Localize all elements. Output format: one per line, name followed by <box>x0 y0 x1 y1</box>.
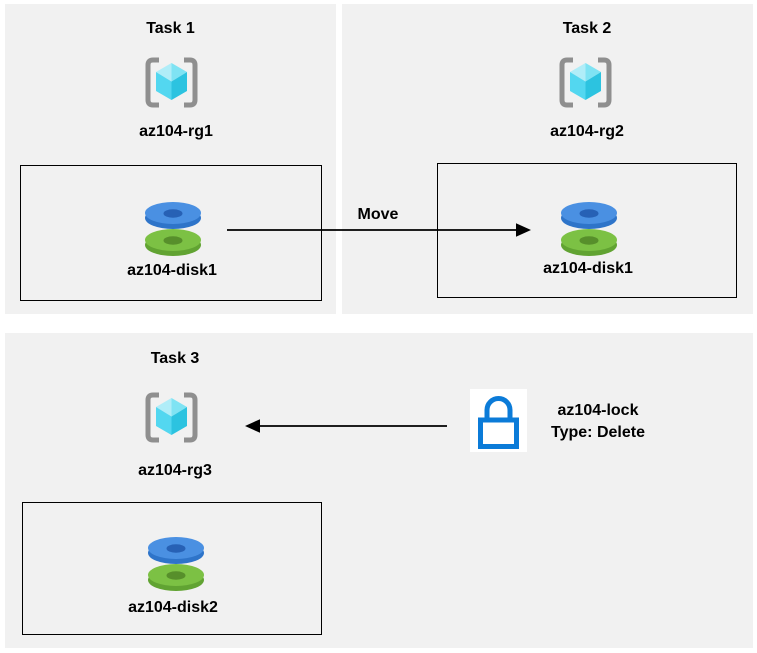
task2-disk-box: az104-disk1 <box>437 163 737 298</box>
task2-title: Task 2 <box>562 20 612 37</box>
resource-group-icon <box>145 392 198 443</box>
managed-disk-icon <box>148 537 204 591</box>
task1-resource-group-label: az104-rg1 <box>139 123 213 140</box>
task1-panel: Task 1 az104-rg1 az104-disk1 <box>5 4 336 314</box>
task3-disk-box: az104-disk2 <box>22 502 322 635</box>
lock-icon-tile <box>470 389 527 452</box>
task2-resource-group-label: az104-rg2 <box>550 123 624 140</box>
task3-panel: Task 3 az104-rg3 az104-disk2 <box>5 333 753 648</box>
lock-type: Type: Delete <box>551 424 645 441</box>
lock-icon <box>478 396 519 449</box>
task2-disk-label: az104-disk1 <box>543 260 633 277</box>
resource-group-icon <box>559 57 612 108</box>
resource-group-icon <box>145 57 198 108</box>
task1-title: Task 1 <box>146 20 195 37</box>
managed-disk-icon <box>561 202 617 256</box>
task1-disk-box: az104-disk1 <box>20 165 322 301</box>
task2-panel: Task 2 az104-rg2 az104-disk1 <box>342 4 753 314</box>
managed-disk-icon <box>145 202 201 256</box>
task1-disk-label: az104-disk1 <box>127 262 217 279</box>
move-arrow-label: Move <box>357 206 399 223</box>
task3-title: Task 3 <box>150 350 200 367</box>
task3-disk-label: az104-disk2 <box>128 599 218 616</box>
task3-resource-group-label: az104-rg3 <box>138 462 212 479</box>
lock-name: az104-lock <box>557 402 639 419</box>
lock-label-block: az104-lock Type: Delete <box>528 400 668 444</box>
